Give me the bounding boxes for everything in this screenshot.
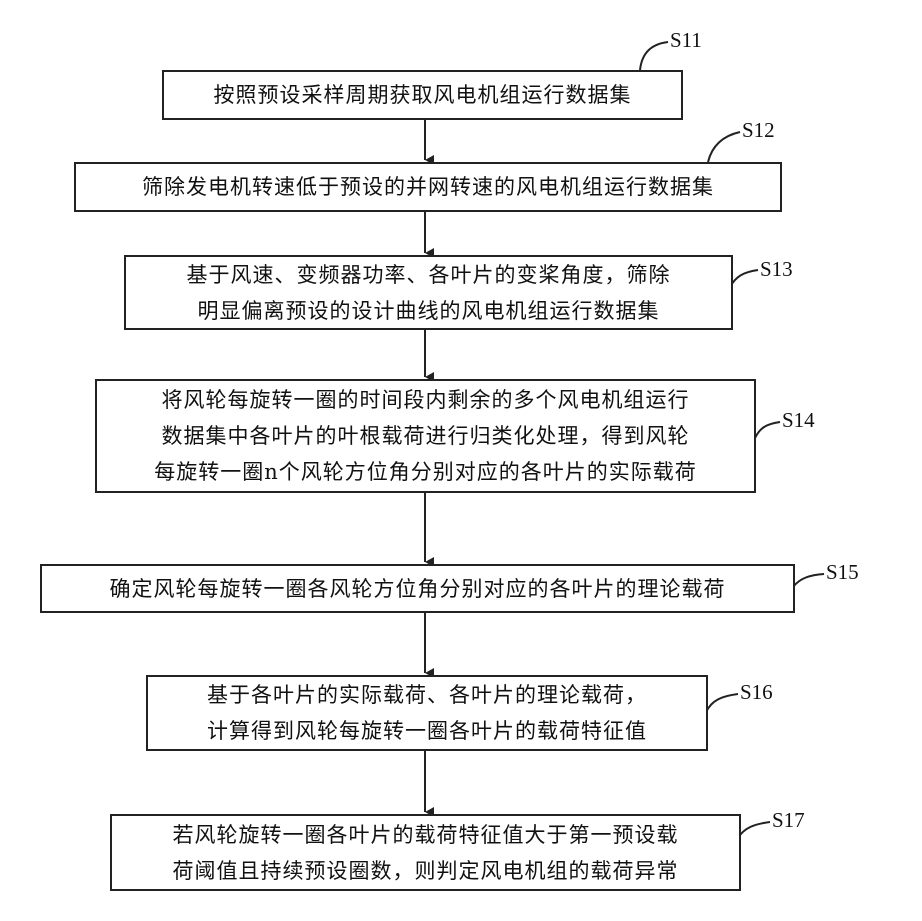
step-box-s11: 按照预设采样周期获取风电机组运行数据集 [162,70,683,120]
step-text-s15: 确定风轮每旋转一圈各风轮方位角分别对应的各叶片的理论载荷 [110,571,726,607]
step-box-s17: 若风轮旋转一圈各叶片的载荷特征值大于第一预设载 荷阈值且持续预设圈数，则判定风电… [110,814,741,891]
leader-s17 [738,822,770,838]
step-box-s16: 基于各叶片的实际载荷、各叶片的理论载荷， 计算得到风轮每旋转一圈各叶片的载荷特征… [146,675,708,751]
step-label-s15: S15 [826,560,859,585]
step-text-s17: 若风轮旋转一圈各叶片的载荷特征值大于第一预设载 荷阈值且持续预设圈数，则判定风电… [173,817,679,889]
step-text-s16: 基于各叶片的实际载荷、各叶片的理论载荷， 计算得到风轮每旋转一圈各叶片的载荷特征… [207,677,647,749]
step-label-s11: S11 [670,28,702,53]
leader-s15 [793,574,824,587]
leader-s13 [730,270,758,287]
step-box-s13: 基于风速、变频器功率、各叶片的变桨角度，筛除 明显偏离预设的设计曲线的风电机组运… [124,255,733,330]
leader-s11 [640,42,668,70]
step-box-s15: 确定风轮每旋转一圈各风轮方位角分别对应的各叶片的理论载荷 [40,564,795,613]
step-box-s12: 筛除发电机转速低于预设的并网转速的风电机组运行数据集 [74,162,782,212]
step-text-s13: 基于风速、变频器功率、各叶片的变桨角度，筛除 明显偏离预设的设计曲线的风电机组运… [187,257,671,329]
step-label-s17: S17 [772,808,805,833]
step-box-s14: 将风轮每旋转一圈的时间段内剩余的多个风电机组运行 数据集中各叶片的叶根载荷进行归… [95,379,756,493]
step-label-s12: S12 [742,118,775,143]
step-text-s14: 将风轮每旋转一圈的时间段内剩余的多个风电机组运行 数据集中各叶片的叶根载荷进行归… [154,382,697,490]
leader-s14 [755,422,780,438]
step-text-s11: 按照预设采样周期获取风电机组运行数据集 [214,77,632,113]
step-label-s13: S13 [760,257,793,282]
step-label-s14: S14 [782,408,815,433]
step-label-s16: S16 [740,680,773,705]
step-text-s12: 筛除发电机转速低于预设的并网转速的风电机组运行数据集 [142,169,714,205]
leader-s16 [706,694,738,712]
leader-s12 [708,132,740,162]
